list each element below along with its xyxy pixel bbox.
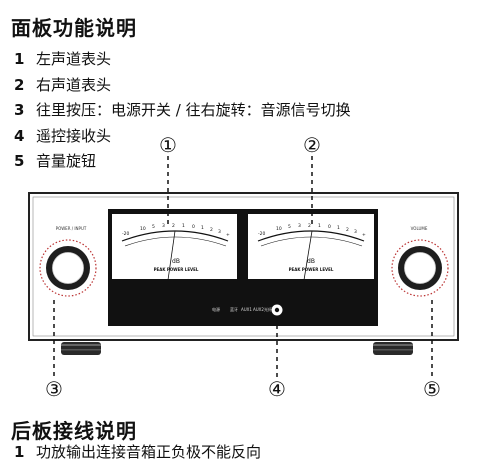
right-meter-caption: PEAK POWER LEVEL [289, 267, 334, 272]
meter-tick-label: + [362, 232, 366, 238]
meter-tick-label: 1 [318, 223, 321, 229]
item-text: 左声道表头 [36, 50, 112, 68]
list-item: 1 左声道表头 [14, 47, 351, 73]
callout-3: ③ [45, 377, 63, 401]
meter-tick-label: 1 [337, 225, 340, 231]
item-number: 5 [14, 152, 25, 170]
list-item: 4 遥控接收头 [14, 124, 351, 150]
item-number: 3 [14, 101, 25, 119]
right-meter-unit: dB [307, 258, 315, 265]
power-input-knob[interactable] [39, 239, 97, 297]
item-text: 遥控接收头 [36, 126, 112, 145]
meter-tick-label: 2 [346, 227, 349, 233]
front-panel-title: 面板功能说明 [11, 16, 137, 40]
meter-tick-label: 0 [192, 224, 195, 230]
callout-2: ② [303, 133, 321, 157]
meter-tick-label: 10 [276, 226, 282, 232]
volume-label: VOLUME [411, 226, 428, 231]
meter-tick-label: 5 [288, 224, 291, 230]
ir-receiver-icon [271, 304, 283, 316]
meter-tick-label: 10 [140, 226, 146, 232]
right-foot [373, 342, 413, 355]
meter-tick-label: 1 [201, 225, 204, 231]
power-input-label: POWER / INPUT [56, 226, 87, 231]
item-text: 音量旋钮 [36, 152, 97, 170]
meter-tick-label: 3 [162, 223, 165, 229]
rear-panel-title: 后板接线说明 [11, 419, 137, 443]
right-vu-meter [248, 214, 374, 281]
left-meter-caption: PEAK POWER LEVEL [154, 267, 199, 272]
meter-tick-label: + [226, 232, 230, 238]
leader-lines [53, 156, 433, 378]
list-item: 5 音量旋钮 [14, 149, 351, 175]
indicator-label-aux1: AUX1 [241, 307, 252, 312]
list-item: 2 右声道表头 [14, 73, 351, 99]
front-function-list: 1 左声道表头 2 右声道表头 3 往里按压：电源开关 / 往右旋转：音源信号切换 4… [14, 47, 351, 175]
list-item: 3 往里按压：电源开关 / 往右旋转：音源信号切换 [14, 98, 351, 124]
item-number: 1 [14, 50, 25, 68]
meter-tick-label: 0 [328, 224, 331, 230]
callout-5: ⑤ [423, 377, 441, 401]
list-item: 1 功放输出连接音箱正负极不能反向 [14, 443, 261, 461]
item-text: 功放输出连接音箱正负极不能反向 [36, 443, 262, 461]
callout-4: ④ [268, 377, 286, 401]
indicator-label-aux2: AUX2 [253, 307, 264, 312]
item-text: 往里按压：电源开关 / 往右旋转：音源信号切换 [36, 101, 351, 119]
item-text: 右声道表头 [36, 75, 112, 94]
meter-tick-label: 3 [354, 229, 357, 235]
item-number: 4 [14, 126, 25, 145]
meter-tick-label: 3 [218, 229, 221, 235]
meter-tick-label: -20 [258, 231, 265, 237]
meter-tick-label: 1 [182, 223, 185, 229]
meter-tick-label: 5 [152, 224, 155, 230]
indicator-label-bluetooth: 蓝牙 [230, 306, 238, 312]
callout-1: ① [159, 133, 177, 157]
meter-tick-label: -20 [122, 231, 129, 237]
item-number: 1 [14, 443, 25, 461]
indicator-label-power: 电源 [212, 306, 220, 312]
meter-tick-label: 2 [210, 227, 213, 233]
chassis-inner-edge [32, 196, 455, 337]
meter-tick-label: 2 [308, 223, 311, 229]
meter-tick-label: 3 [298, 223, 301, 229]
left-foot [61, 342, 101, 355]
indicator-label-optical: 光纤 [264, 306, 272, 312]
item-number: 2 [14, 75, 25, 94]
left-meter-unit: dB [172, 258, 180, 265]
left-vu-meter [112, 214, 237, 281]
meter-tick-label: 2 [172, 223, 175, 229]
volume-knob[interactable] [391, 239, 449, 297]
